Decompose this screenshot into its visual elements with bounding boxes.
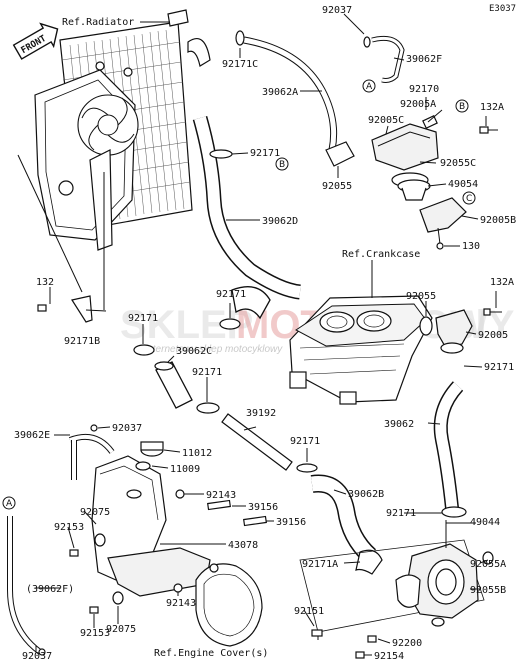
label-92153-low: 92153	[80, 628, 110, 639]
label-92171-left: 92171	[128, 313, 158, 324]
gasket-11009	[135, 461, 151, 471]
label-92075-low: 92075	[106, 624, 136, 635]
label-39062B: 39062B	[348, 489, 384, 500]
label-92171-lowright: 92171	[386, 508, 416, 519]
label-92055-right: 92055	[406, 291, 436, 302]
front-arrow: FRONT	[12, 22, 59, 60]
label-92200: 92200	[392, 638, 422, 649]
label-92151: 92151	[294, 606, 324, 617]
part-labels: 92037 39062F 92171C 39062A 92170 92005A …	[14, 5, 516, 662]
label-92037-mid: 92037	[112, 423, 142, 434]
leader-lines	[35, 13, 497, 656]
label-92171C: 92171C	[222, 59, 258, 70]
marker-B-top: B	[455, 99, 469, 113]
radiator-assembly	[34, 9, 211, 251]
label-39062: 39062	[384, 419, 414, 430]
label-92143-top: 92143	[206, 490, 236, 501]
svg-text:B: B	[279, 160, 285, 170]
label-39062D: 39062D	[262, 216, 298, 227]
ref-radiator: Ref.Radiator	[62, 17, 134, 28]
label-92170: 92170	[409, 84, 439, 95]
label-92171-center: 92171	[216, 289, 246, 300]
svg-text:A: A	[366, 82, 373, 92]
label-132A-top: 132A	[480, 102, 504, 113]
label-92037-top: 92037	[322, 5, 352, 16]
label-92005A-top: 92005A	[400, 99, 436, 110]
label-92037-low: 92037	[22, 651, 52, 662]
label-92055-upper: 92055	[322, 181, 352, 192]
label-39156-b: 39156	[276, 517, 306, 528]
label-92005-right: 92005	[478, 330, 508, 341]
clamp-92171C	[235, 30, 245, 46]
label-43078: 43078	[228, 540, 258, 551]
label-39062E: 39062E	[14, 430, 50, 441]
hose-39062D-end	[231, 286, 271, 320]
label-39062C: 39062C	[176, 346, 212, 357]
label-92171-upper: 92171	[250, 148, 280, 159]
engine-cover	[195, 563, 263, 647]
label-49054: 49054	[448, 179, 478, 190]
label-49044: 49044	[470, 517, 500, 528]
label-92005B: 92005B	[480, 215, 516, 226]
svg-text:A: A	[6, 499, 13, 509]
marker-A-left: A	[2, 496, 16, 510]
watermark-url: internetowy sklep motocyklowy	[145, 344, 283, 355]
marker-A-top: A	[362, 79, 376, 93]
ref-engine-cover: Ref.Engine Cover(s)	[154, 648, 268, 659]
label-92171A: 92171A	[302, 559, 338, 570]
label-130: 130	[462, 241, 480, 252]
pipe-39192	[221, 413, 293, 471]
label-92171-right: 92171	[484, 362, 514, 373]
label-92005C: 92005C	[368, 115, 404, 126]
clamp-92171-upper	[209, 149, 233, 159]
label-92143-low: 92143	[166, 598, 196, 609]
label-39156-a: 39156	[248, 502, 278, 513]
crankcase-block	[289, 295, 433, 405]
label-92153-top: 92153	[54, 522, 84, 533]
label-92055B: 92055B	[470, 585, 506, 596]
label-92055A: 92055A	[470, 559, 506, 570]
reservoir-tank	[68, 434, 211, 597]
label-132A-right: 132A	[490, 277, 514, 288]
label-92055C: 92055C	[440, 158, 476, 169]
label-39192: 39192	[246, 408, 276, 419]
label-39062A: 39062A	[262, 87, 298, 98]
ref-crankcase: Ref.Crankcase	[342, 249, 420, 260]
svg-text:C: C	[466, 194, 472, 204]
label-92171-low: 92171	[290, 436, 320, 447]
diagram-code: E3037	[489, 4, 516, 14]
label-11012: 11012	[182, 448, 212, 459]
clamp-92037-top	[363, 36, 371, 48]
label-92154: 92154	[374, 651, 404, 662]
svg-text:B: B	[459, 102, 465, 112]
thermostat-housing	[371, 115, 498, 250]
label-92075-top: 92075	[80, 507, 110, 518]
label-92171-midleft: 92171	[192, 367, 222, 378]
label-39062F-top: 39062F	[406, 54, 442, 65]
marker-B-mid: B	[275, 157, 289, 171]
marker-C: C	[462, 191, 476, 205]
label-132-left: 132	[36, 277, 54, 288]
label-92171B: 92171B	[64, 336, 100, 347]
label-39062F-paren: (39062F)	[26, 584, 74, 595]
label-11009: 11009	[170, 464, 200, 475]
